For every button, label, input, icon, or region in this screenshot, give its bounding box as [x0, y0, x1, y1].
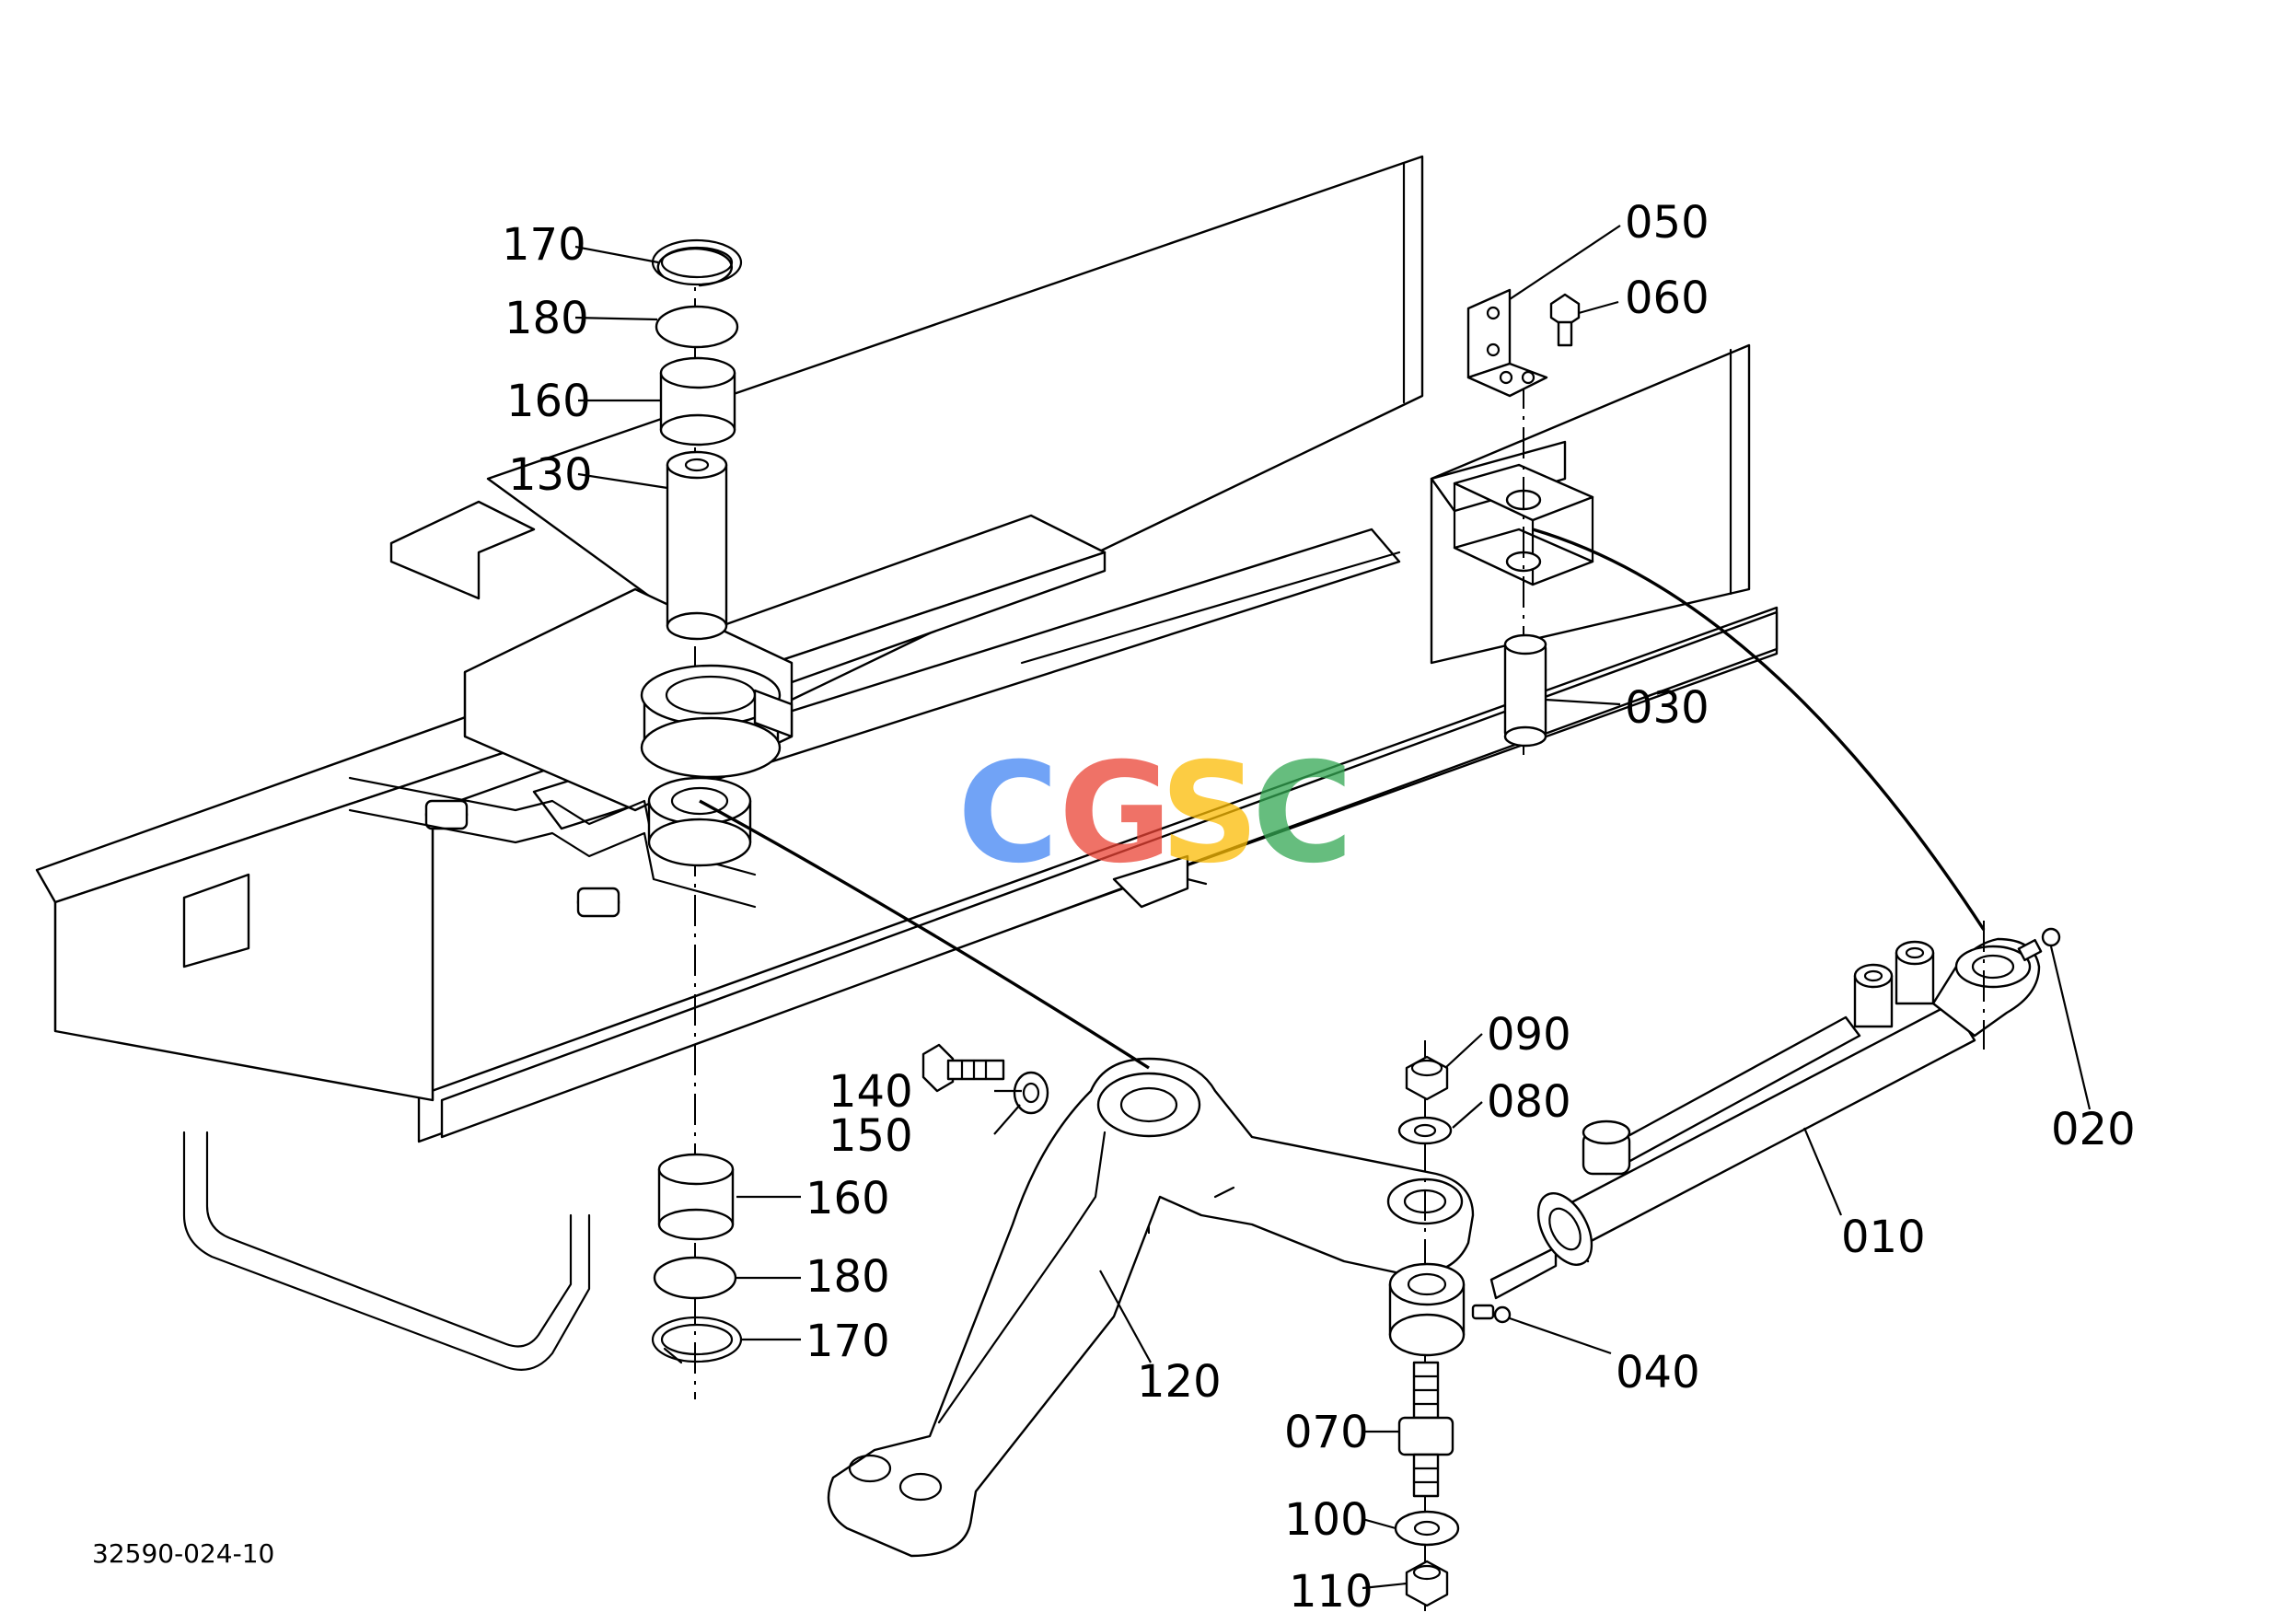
callout-090: 090 — [1487, 1009, 1571, 1061]
callout-170-bot: 170 — [805, 1316, 890, 1367]
callout-140: 140 — [829, 1066, 913, 1118]
watermark-letter-s: S — [1160, 734, 1259, 894]
callout-110: 110 — [1289, 1566, 1373, 1618]
bolt-140 — [921, 1043, 1005, 1093]
grease-nipple-020 — [2017, 927, 2061, 962]
watermark-letter-c2: C — [1252, 734, 1353, 894]
frame-assembly — [35, 155, 1779, 1371]
callout-130: 130 — [508, 449, 593, 501]
leader-lines — [574, 225, 2092, 1590]
cgsc-watermark: C G S C — [957, 734, 1353, 894]
callout-120: 120 — [1137, 1356, 1222, 1408]
callout-050: 050 — [1625, 197, 1709, 249]
steering-arm — [827, 1043, 1475, 1558]
axle-boss — [640, 664, 794, 867]
nut-washer-080-090 — [1397, 1055, 1453, 1145]
callout-100: 100 — [1284, 1494, 1369, 1546]
callout-010: 010 — [1841, 1212, 1926, 1263]
callout-170-top: 170 — [502, 219, 586, 271]
watermark-letter-c1: C — [957, 734, 1059, 894]
callout-180-top: 180 — [504, 293, 589, 344]
callout-150: 150 — [829, 1110, 913, 1162]
callout-080: 080 — [1487, 1076, 1571, 1128]
kingpin-upper-stack — [651, 238, 743, 1399]
callout-030: 030 — [1625, 682, 1709, 734]
stud-070-stack — [1394, 1361, 1460, 1607]
callout-180-bot: 180 — [805, 1251, 890, 1303]
callout-020: 020 — [2051, 1104, 2136, 1155]
callout-040: 040 — [1616, 1347, 1700, 1398]
kingpin-lower-stack — [651, 1153, 743, 1364]
bracket-pin-030-050-060 — [1466, 288, 1581, 755]
callout-160-bot: 160 — [805, 1173, 890, 1224]
drawing-number: 32590-024-10 — [92, 1538, 274, 1569]
callout-labels: 170 180 160 130 050 060 030 090 080 020 … — [502, 197, 2136, 1618]
watermark-letter-g: G — [1059, 734, 1172, 894]
assembly-lines — [699, 528, 1986, 1070]
callout-060: 060 — [1625, 273, 1709, 324]
callout-070: 070 — [1284, 1407, 1369, 1458]
callout-160-top: 160 — [506, 376, 591, 427]
nut-150 — [1013, 1071, 1049, 1115]
steering-cylinder — [1489, 921, 2061, 1300]
